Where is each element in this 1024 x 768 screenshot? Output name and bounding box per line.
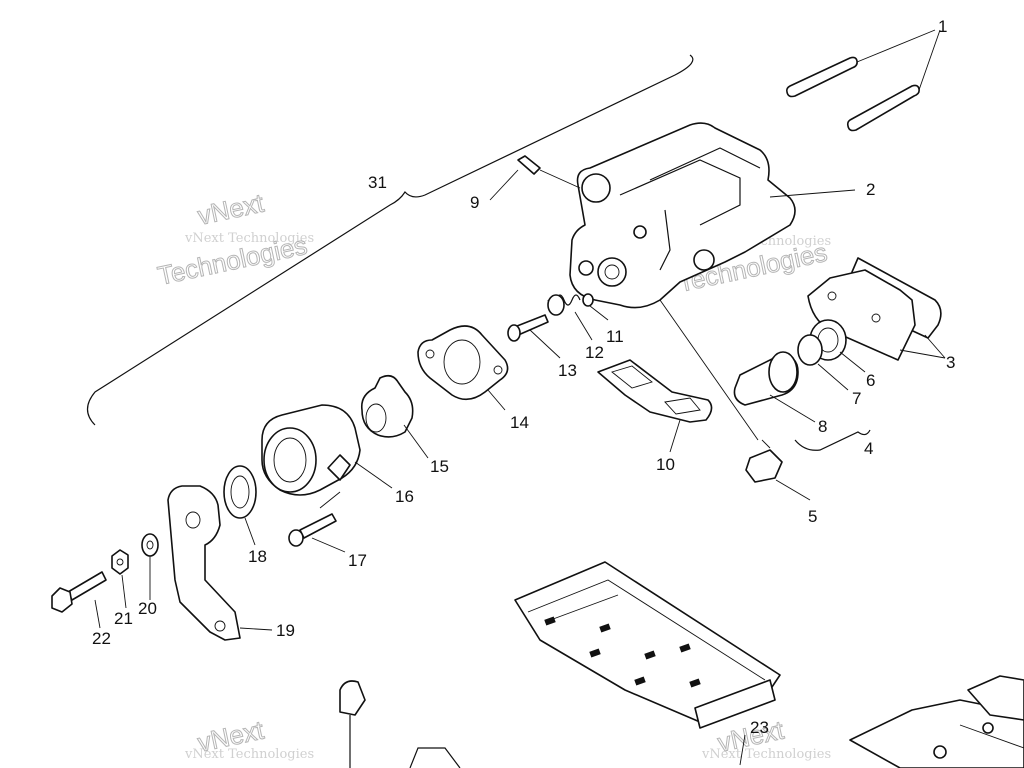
- gasket: [417, 325, 509, 411]
- callout-23: 23: [750, 718, 769, 737]
- callout-15: 15: [430, 457, 449, 476]
- clip-plate: [597, 359, 713, 453]
- callout-20: 20: [138, 599, 157, 618]
- watermark-small: vNext Technologies: [184, 747, 314, 762]
- callout-8: 8: [818, 417, 827, 436]
- callout-4: 4: [864, 439, 873, 458]
- bracket-31: [86, 54, 694, 426]
- bolt-17: [288, 491, 346, 553]
- callout-19: 19: [276, 621, 295, 640]
- watermark-bottom-left: vNext vNext Technologies: [184, 714, 314, 762]
- callout-17: 17: [348, 551, 367, 570]
- callout-7: 7: [852, 389, 861, 408]
- watermark-large-line1: vNext: [195, 188, 267, 231]
- caliper-body: [569, 122, 856, 309]
- adapter: [360, 374, 429, 459]
- push-pin: [507, 314, 561, 359]
- piston: [733, 351, 816, 423]
- watermark-small: vNext Technologies: [701, 747, 831, 762]
- callout-13: 13: [558, 361, 577, 380]
- callout-12: 12: [585, 343, 604, 362]
- callout-22: 22: [92, 629, 111, 648]
- callout-16: 16: [395, 487, 414, 506]
- callout-10: 10: [656, 455, 675, 474]
- callout-6: 6: [866, 371, 875, 390]
- callout-labels: 1 2 3 4 5 6 7 8 9 10 11 12 13 14 15 16 1…: [92, 17, 955, 737]
- callout-3: 3: [946, 353, 955, 372]
- watermark-top-left: vNext Technologies vNext Technologies: [155, 187, 315, 291]
- callout-2: 2: [866, 180, 875, 199]
- bolt-22: [51, 571, 107, 629]
- hex-nut: [111, 549, 129, 609]
- piston-seals: [797, 319, 866, 391]
- mounting-bracket: [167, 485, 273, 641]
- watermark-small: vNext Technologies: [184, 231, 314, 246]
- flat-washer: [141, 533, 159, 600]
- bleeder-screw: [489, 155, 581, 201]
- callout-5: 5: [808, 507, 817, 526]
- callout-31: 31: [368, 173, 387, 192]
- washer-ring: [223, 465, 257, 546]
- bottom-right-fragment: [849, 675, 1024, 768]
- housing: [261, 404, 393, 496]
- callout-18: 18: [248, 547, 267, 566]
- brake-switch: [659, 299, 811, 501]
- callout-11: 11: [606, 327, 624, 346]
- bottom-left-fragment: [339, 680, 461, 768]
- callout-14: 14: [510, 413, 529, 432]
- pin-parts: [786, 29, 941, 132]
- bracket-4: [794, 429, 871, 451]
- hub-plate: [514, 561, 781, 766]
- spring-and-ring: [547, 293, 609, 341]
- callout-1: 1: [938, 17, 947, 36]
- callout-9: 9: [470, 193, 479, 212]
- callout-21: 21: [114, 609, 133, 628]
